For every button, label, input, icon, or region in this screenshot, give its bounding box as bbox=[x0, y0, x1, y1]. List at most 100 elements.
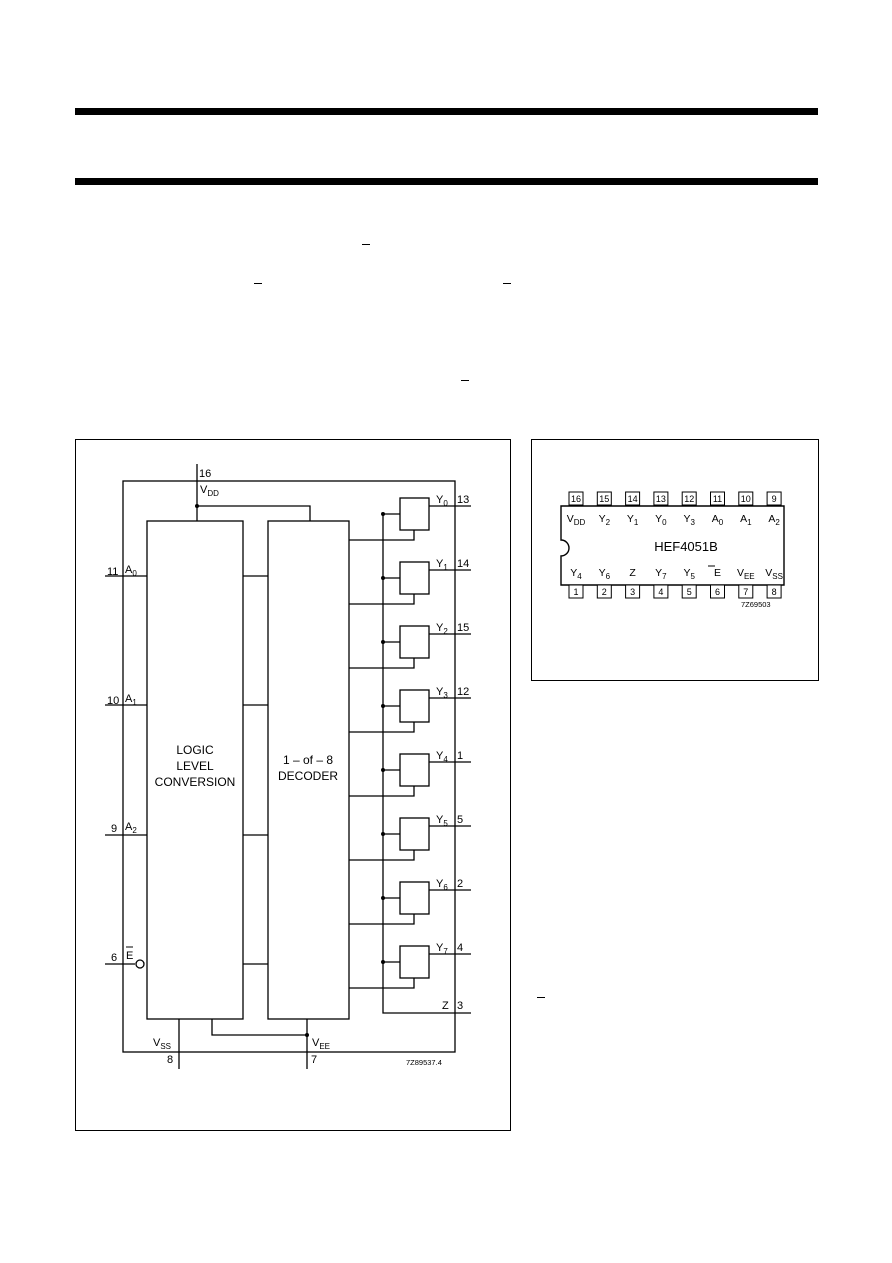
output-label-2: Y2 bbox=[436, 622, 448, 636]
pinning-code: 7Z69503 bbox=[741, 600, 771, 609]
z-label: Z bbox=[442, 1000, 449, 1012]
top-rule bbox=[75, 108, 818, 115]
output-pin-number-0: 13 bbox=[457, 494, 469, 506]
overline-mark bbox=[254, 283, 262, 285]
bottom-pin-box-2 bbox=[625, 584, 641, 599]
bottom-pin-label-3: Y7 bbox=[655, 567, 667, 581]
overline-mark bbox=[537, 997, 545, 999]
z-pin-number: 3 bbox=[457, 1000, 463, 1012]
vdd-pin-number: 16 bbox=[199, 468, 211, 480]
top-pin-box-3 bbox=[653, 491, 669, 506]
bottom-pin-box-3 bbox=[653, 584, 669, 599]
output-label-1: Y1 bbox=[436, 558, 448, 572]
analog-switch-6 bbox=[399, 881, 430, 915]
a1-pin-number: 10 bbox=[107, 695, 119, 707]
output-label-3: Y3 bbox=[436, 686, 448, 700]
top-pin-box-6 bbox=[738, 491, 754, 506]
decoder-label-2: DECODER bbox=[278, 769, 338, 783]
bottom-pin-label-4: Y5 bbox=[683, 567, 695, 581]
bottom-pin-number-1: 2 bbox=[602, 587, 607, 597]
vss-pin-number: 8 bbox=[167, 1054, 173, 1066]
top-pin-label-1: Y2 bbox=[599, 513, 611, 527]
common-z-bus bbox=[382, 515, 471, 1014]
decoder-block bbox=[267, 520, 350, 1020]
top-pin-number-0: 16 bbox=[571, 494, 581, 504]
overline-mark bbox=[362, 244, 370, 246]
e-pin-number: 6 bbox=[111, 952, 117, 964]
output-label-5: Y5 bbox=[436, 814, 448, 828]
ic-body bbox=[560, 505, 785, 586]
a0-label: A0 bbox=[125, 564, 137, 578]
vee-pin-number: 7 bbox=[311, 1054, 317, 1066]
bottom-pin-number-7: 8 bbox=[772, 587, 777, 597]
output-pin-number-1: 14 bbox=[457, 558, 469, 570]
top-pin-number-5: 11 bbox=[713, 494, 722, 504]
top-pin-box-0 bbox=[568, 491, 584, 506]
vdd-label: VDD bbox=[200, 484, 219, 498]
output-label-6: Y6 bbox=[436, 878, 448, 892]
header-rule bbox=[75, 178, 818, 185]
output-label-4: Y4 bbox=[436, 750, 448, 764]
analog-switch-0 bbox=[399, 497, 430, 531]
top-pin-box-7 bbox=[766, 491, 782, 506]
analog-switch-5 bbox=[399, 817, 430, 851]
supply-frame bbox=[122, 480, 456, 1053]
analog-switch-2 bbox=[399, 625, 430, 659]
overline-mark bbox=[503, 283, 511, 285]
output-pin-number-2: 15 bbox=[457, 622, 469, 634]
top-pin-number-1: 15 bbox=[599, 494, 609, 504]
bottom-pin-number-3: 4 bbox=[658, 587, 663, 597]
bottom-pin-number-6: 7 bbox=[743, 587, 748, 597]
top-pin-label-5: A0 bbox=[712, 513, 724, 527]
analog-switch-4 bbox=[399, 753, 430, 787]
decoder-control-2 bbox=[349, 658, 415, 669]
part-number: HEF4051B bbox=[654, 539, 718, 554]
block-label-3: CONVERSION bbox=[155, 775, 236, 789]
output-pin-number-3: 12 bbox=[457, 686, 469, 698]
top-pin-label-0: VDD bbox=[567, 513, 586, 527]
top-pin-number-6: 10 bbox=[741, 494, 751, 504]
bottom-pin-label-5: E bbox=[714, 567, 721, 579]
bottom-pin-number-5: 6 bbox=[715, 587, 720, 597]
decoder-control-1 bbox=[349, 594, 415, 605]
e-label: E bbox=[126, 950, 133, 962]
top-pin-box-2 bbox=[625, 491, 641, 506]
diagram-code: 7Z89537.4 bbox=[406, 1058, 442, 1067]
bottom-pin-label-6: VEE bbox=[737, 567, 755, 581]
bottom-pin-box-7 bbox=[766, 584, 782, 599]
bottom-pin-label-7: VSS bbox=[765, 567, 783, 581]
analog-switch-3 bbox=[399, 689, 430, 723]
top-pin-box-5 bbox=[710, 491, 725, 506]
a2-label: A2 bbox=[125, 821, 137, 835]
enable-inversion-bubble bbox=[135, 959, 145, 969]
analog-switch-1 bbox=[399, 561, 430, 595]
top-pin-label-3: Y0 bbox=[655, 513, 667, 527]
functional-diagram-frame: LOGIC LEVEL CONVERSION 1 – of – 8 DECODE… bbox=[75, 439, 511, 1131]
decoder-control-5 bbox=[349, 850, 415, 861]
bottom-pin-box-1 bbox=[596, 584, 612, 599]
decoder-label-1: 1 – of – 8 bbox=[283, 753, 333, 767]
bottom-pin-box-0 bbox=[568, 584, 584, 599]
top-pin-number-7: 9 bbox=[772, 494, 777, 504]
top-pin-label-2: Y1 bbox=[627, 513, 639, 527]
bottom-pin-number-0: 1 bbox=[573, 587, 578, 597]
a0-pin-number: 11 bbox=[107, 566, 118, 578]
bottom-pin-number-2: 3 bbox=[630, 587, 635, 597]
bottom-pin-label-0: Y4 bbox=[570, 567, 582, 581]
block-label-2: LEVEL bbox=[176, 759, 214, 773]
output-pin-number-6: 2 bbox=[457, 878, 463, 890]
decoder-control-0 bbox=[349, 530, 415, 541]
a1-label: A1 bbox=[125, 693, 137, 707]
functional-diagram: LOGIC LEVEL CONVERSION 1 – of – 8 DECODE… bbox=[105, 464, 471, 1069]
top-pin-number-2: 14 bbox=[628, 494, 638, 504]
top-pin-label-7: A2 bbox=[768, 513, 780, 527]
block-label-1: LOGIC bbox=[176, 743, 214, 757]
decoder-control-6 bbox=[349, 914, 415, 925]
level-conversion-block bbox=[146, 520, 244, 1020]
bottom-pin-box-6 bbox=[738, 584, 754, 599]
top-pin-label-4: Y3 bbox=[683, 513, 695, 527]
bottom-pin-box-4 bbox=[681, 584, 697, 599]
bottom-pin-box-5 bbox=[710, 584, 725, 599]
overline-mark bbox=[461, 380, 469, 382]
